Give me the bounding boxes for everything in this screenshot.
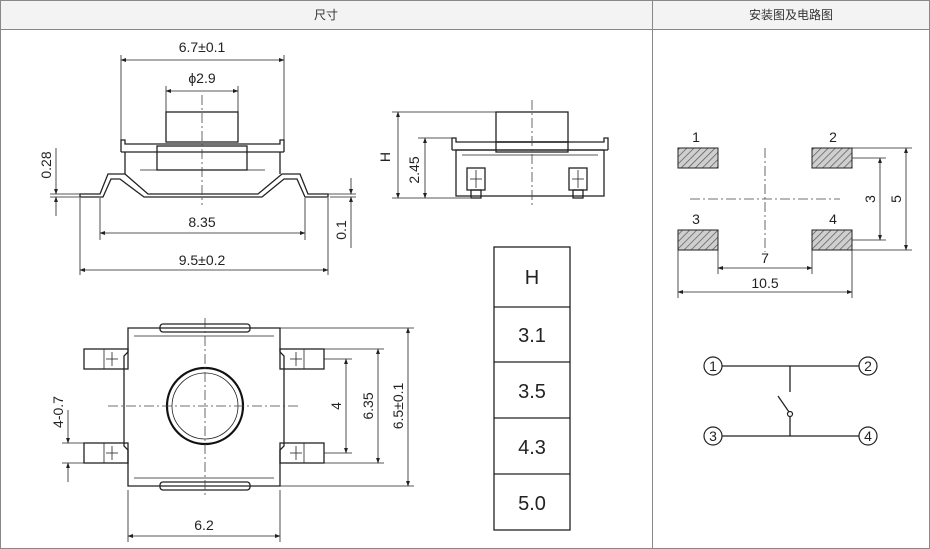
terminal-3 (703, 426, 723, 446)
front-view (50, 55, 356, 275)
terminal-label: 4 (864, 428, 872, 444)
dim-width-top: 6.7±0.1 (179, 39, 226, 55)
terminal-label: 3 (709, 428, 717, 444)
dim-overall-width: 9.5±0.2 (179, 252, 226, 268)
dim-h-label: H (377, 152, 393, 162)
pad-1 (677, 147, 719, 169)
dim-v-spacing: 3 (862, 195, 878, 203)
pad-3 (677, 229, 719, 251)
header-installation: 安装图及电路图 (749, 7, 833, 22)
dim-lead-thickness: 0.28 (38, 151, 54, 178)
table-cell: 4.3 (518, 437, 546, 459)
pad-label: 1 (692, 129, 700, 145)
dim-inner: 4 (328, 402, 344, 410)
dim-body-bottom: 8.35 (188, 214, 215, 230)
switch-contact (777, 395, 790, 413)
terminal-1 (703, 356, 723, 376)
terminal-label: 1 (709, 358, 717, 374)
dim-lead-offset: 0.1 (333, 220, 349, 240)
dim-v-overall: 5 (888, 195, 904, 203)
pad-label: 3 (692, 211, 700, 227)
pad-4 (811, 229, 853, 251)
dim-pin-width: 4-0.7 (50, 396, 66, 428)
pad-label: 4 (829, 211, 837, 227)
table-header: H (525, 267, 539, 289)
dim-pitch: 6.35 (360, 392, 376, 419)
top-view (62, 318, 414, 542)
table-cell: 5.0 (518, 493, 546, 515)
pad-2 (811, 147, 853, 169)
table-cell: 3.5 (518, 381, 546, 403)
dim-plunger-dia: ϕ2.9 (188, 70, 216, 86)
header-dimensions: 尺寸 (314, 8, 338, 22)
footprint (677, 147, 912, 298)
dim-h-overall: 10.5 (751, 275, 778, 291)
terminal-label: 2 (864, 358, 872, 374)
pad-label: 2 (829, 129, 837, 145)
circuit-diagram (703, 356, 878, 446)
dim-h-spacing: 7 (761, 250, 769, 266)
side-view (392, 100, 609, 206)
height-table (493, 246, 571, 531)
terminal-4 (858, 426, 878, 446)
dim-outer: 6.5±0.1 (390, 382, 406, 429)
dim-base-height: 2.45 (406, 156, 422, 183)
table-cell: 3.1 (518, 325, 546, 347)
terminal-2 (858, 356, 878, 376)
dim-body-width: 6.2 (194, 517, 214, 533)
